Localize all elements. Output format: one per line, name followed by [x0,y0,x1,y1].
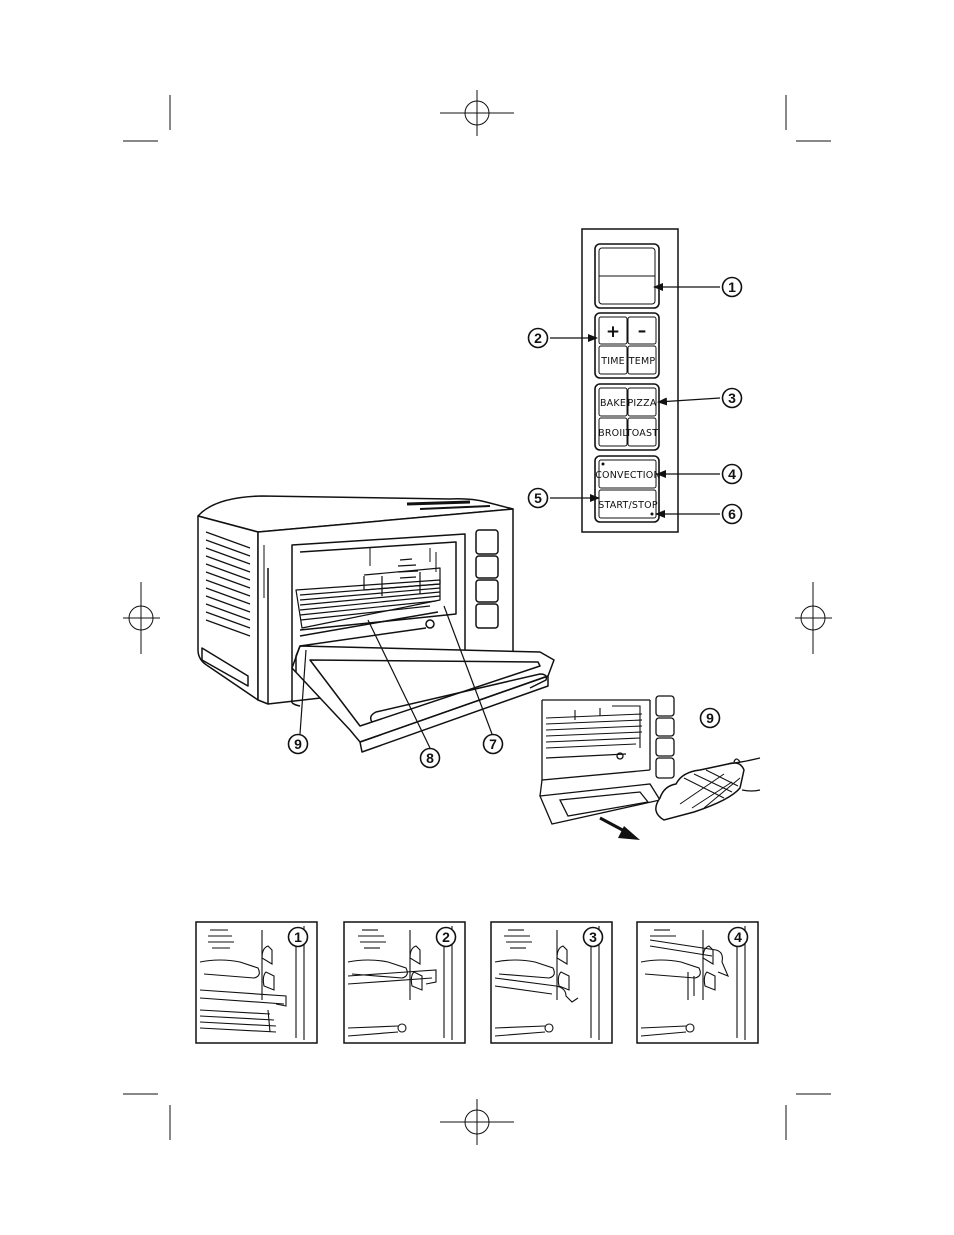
callout-3-functions: 3 [723,389,742,408]
time-button[interactable]: TIME [600,356,625,367]
callout-9-inset: 9 [701,709,720,728]
step-4-label: 4 [729,928,748,947]
svg-text:1: 1 [728,279,736,295]
control-panel: + – TIME TEMP BAKE PIZZA BROIL TOAST CON… [582,229,678,532]
registration-target-top [440,90,514,136]
callout-6-indicator: 6 [723,505,742,524]
svg-text:9: 9 [706,710,714,726]
bake-button[interactable]: BAKE [600,398,626,409]
step-3-label: 3 [584,928,603,947]
callout-8-wire-rack: 8 [421,749,440,768]
registration-target-left [123,582,160,654]
svg-text:1: 1 [294,929,302,945]
svg-text:5: 5 [534,490,542,506]
svg-text:2: 2 [534,330,542,346]
rack-steps: 1 2 3 4 [196,922,758,1043]
svg-text:7: 7 [489,736,497,752]
convection-indicator-light [602,463,605,466]
convection-start-group: CONVECTION START/STOP [595,456,661,522]
crumb-tray-removal-inset [540,696,760,840]
callout-2-time-temp: 2 [529,329,548,348]
svg-text:6: 6 [728,506,736,522]
callout-1-display: 1 [723,278,742,297]
callout-4-convection: 4 [723,465,742,484]
time-temp-button-group: + – TIME TEMP [595,313,659,378]
step-2-label: 2 [437,928,456,947]
registration-target-bottom [440,1099,514,1145]
svg-text:3: 3 [728,390,736,406]
oven-illustration [198,496,554,752]
pizza-button[interactable]: PIZZA [627,398,656,409]
toast-button[interactable]: TOAST [625,428,658,439]
svg-text:3: 3 [589,929,597,945]
plus-button[interactable]: + [606,322,620,342]
svg-text:4: 4 [734,929,742,945]
svg-text:9: 9 [294,736,302,752]
display-window [595,244,659,308]
broil-button[interactable]: BROIL [598,428,628,439]
svg-text:2: 2 [442,929,450,945]
registration-target-right [795,582,832,654]
function-button-group: BAKE PIZZA BROIL TOAST [595,384,659,450]
callout-9-crumb-tray: 9 [289,735,308,754]
svg-text:8: 8 [426,750,434,766]
temp-button[interactable]: TEMP [628,356,656,367]
svg-text:4: 4 [728,466,736,482]
callout-7-rack-position: 7 [484,735,503,754]
callout-5-start-stop: 5 [529,489,548,508]
convection-button[interactable]: CONVECTION [595,470,661,481]
minus-button[interactable]: – [638,321,647,341]
step-1-label: 1 [289,928,308,947]
start-indicator-light [651,513,654,516]
start-stop-button[interactable]: START/STOP [598,500,658,511]
